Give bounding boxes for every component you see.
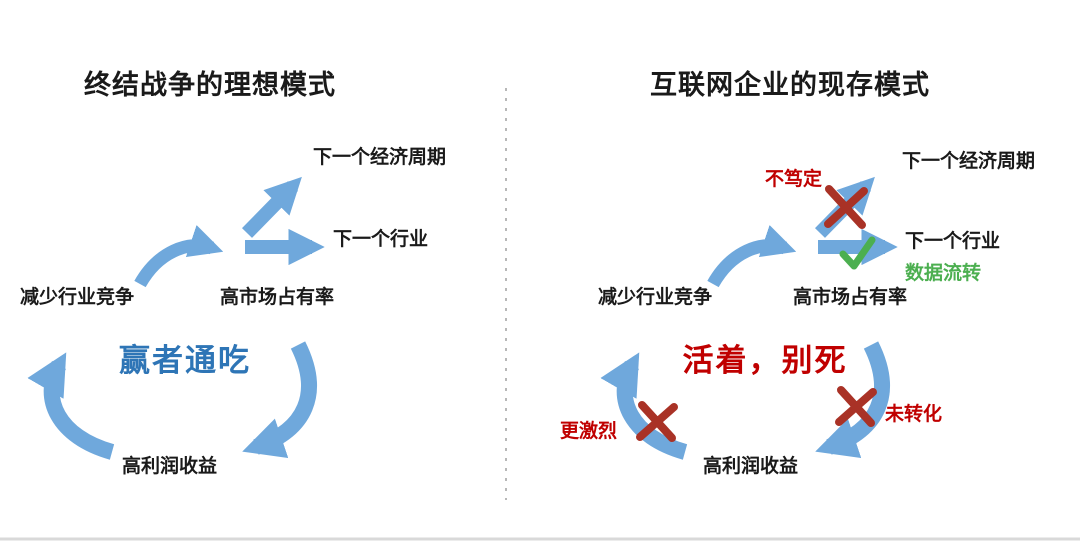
right-annotation-more-intense: 更激烈	[560, 421, 618, 442]
left-slogan: 赢者通吃	[119, 343, 251, 378]
left-arrow-competition-to-share	[134, 225, 224, 288]
left-arrow-profit-to-competition	[27, 352, 115, 460]
left-label-reduce-competition: 减少行业竞争	[20, 287, 135, 308]
x-mark-icon-next-cycle	[824, 185, 868, 229]
left-title: 终结战争的理想模式	[84, 70, 336, 100]
right-label-market-share: 高市场占有率	[793, 287, 908, 308]
left-arrow-share-to-profit	[242, 341, 317, 458]
right-label-profit: 高利润收益	[703, 456, 799, 477]
left-label-next-cycle: 下一个经济周期	[313, 147, 447, 168]
check-mark-icon-next-industry	[839, 236, 876, 270]
right-slogan: 活着，别死	[682, 343, 848, 378]
x-mark-icon-not-converted	[835, 386, 877, 427]
right-label-next-cycle: 下一个经济周期	[902, 151, 1036, 172]
right-label-reduce-competition: 减少行业竞争	[598, 287, 713, 308]
left-label-market-share: 高市场占有率	[220, 287, 335, 308]
right-arrow-profit-to-competition	[600, 352, 688, 460]
right-annotation-data-flow: 数据流转	[905, 263, 982, 284]
right-annotation-uncertain: 不笃定	[765, 169, 823, 190]
left-arrow-to-next-cycle	[241, 176, 302, 238]
right-arrow-competition-to-share	[707, 225, 797, 288]
left-label-profit: 高利润收益	[122, 456, 218, 477]
right-title: 互联网企业的现存模式	[650, 70, 930, 100]
right-annotation-not-converted: 未转化	[885, 404, 943, 425]
left-label-next-industry: 下一个行业	[333, 229, 429, 250]
right-arrow-share-to-profit	[815, 341, 890, 458]
x-mark-icon-more-intense	[636, 401, 678, 442]
right-label-next-industry: 下一个行业	[905, 231, 1001, 252]
